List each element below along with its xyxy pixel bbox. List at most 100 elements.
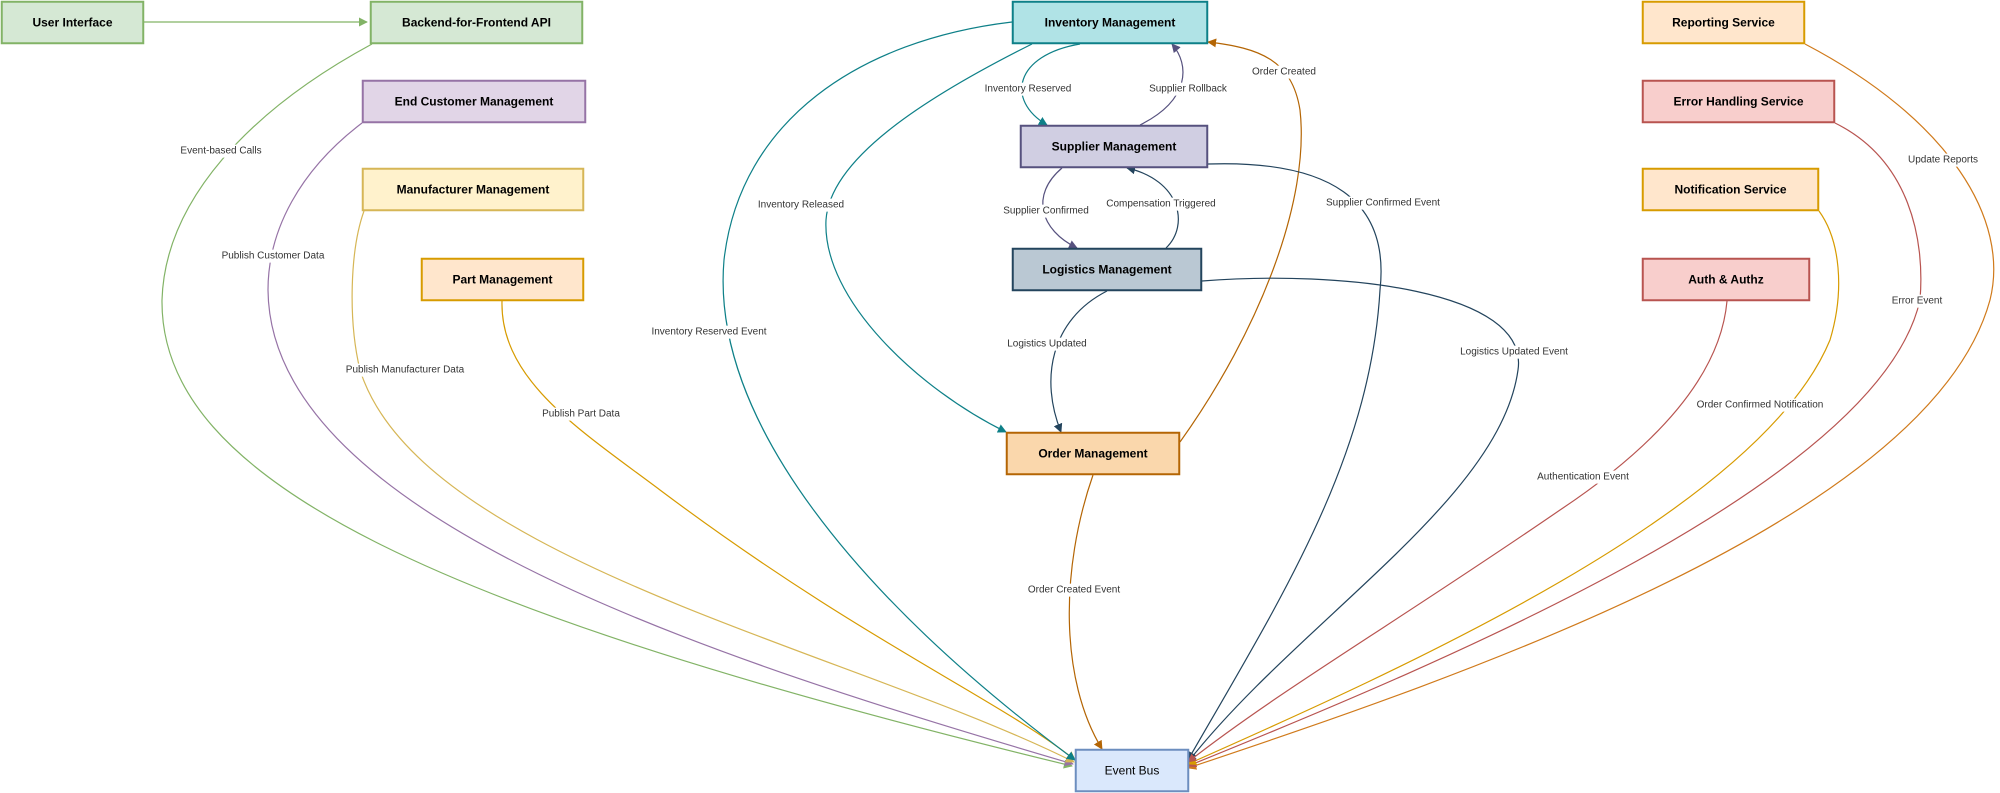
node-label-auth: Auth & Authz [1688, 273, 1764, 287]
edge-label-bg [755, 198, 847, 212]
node-eventbus[interactable]: Event Bus [1074, 748, 1190, 793]
node-box-notification [1641, 167, 1820, 212]
node-label-supplier: Supplier Management [1052, 140, 1177, 154]
edge-label-order-eventbus: Order Created Event [1028, 585, 1120, 596]
node-label-reporting: Reporting Service [1672, 16, 1775, 30]
node-reporting[interactable]: Reporting Service [1641, 0, 1806, 45]
edge-label-bg [1005, 337, 1089, 351]
edge-error-eventbus [1187, 122, 1922, 768]
node-box-order [1005, 431, 1181, 476]
node-manufacturer[interactable]: Manufacturer Management [361, 167, 585, 212]
node-box-logistics [1011, 247, 1203, 292]
edge-bff-eventbus [161, 43, 1073, 769]
edge-supplier-eventbus [1187, 163, 1382, 761]
edge-customer-eventbus [267, 122, 1074, 767]
node-label-bff: Backend-for-Frontend API [402, 16, 551, 30]
node-logistics[interactable]: Logistics Management [1011, 247, 1203, 292]
edge-inventory-order [825, 43, 1033, 433]
edge-label-supplier-inventory: Supplier Rollback [1149, 84, 1228, 95]
node-order[interactable]: Order Management [1005, 431, 1181, 476]
edge-order-inventory [1179, 38, 1302, 443]
node-box-reporting [1641, 0, 1806, 45]
edge-label-bg [219, 249, 327, 263]
node-box-auth [1641, 257, 1811, 302]
node-label-logistics: Logistics Management [1042, 263, 1171, 277]
edge-label-bg [1535, 470, 1632, 484]
node-auth[interactable]: Auth & Authz [1641, 257, 1811, 302]
edge-label-bg [1905, 153, 1981, 167]
edge-order-eventbus [1068, 474, 1103, 750]
edge-logistics-eventbus [1187, 277, 1519, 763]
edge-label-bg [1001, 204, 1091, 218]
edge-label-manufacturer-eventbus: Publish Manufacturer Data [346, 365, 465, 376]
node-label-manufacturer: Manufacturer Management [397, 183, 550, 197]
edge-inventory-eventbus [722, 21, 1076, 761]
node-label-eventbus: Event Bus [1105, 764, 1160, 778]
node-label-inventory: Inventory Management [1045, 16, 1176, 30]
edge-label-customer-eventbus: Publish Customer Data [222, 251, 325, 262]
node-box-manufacturer [361, 167, 585, 212]
edge-inventory-supplier [1021, 43, 1081, 126]
edge-label-logistics-order: Logistics Updated [1007, 339, 1087, 350]
edge-label-bg [1889, 294, 1945, 308]
edge-label-inventory-eventbus: Inventory Reserved Event [651, 327, 766, 338]
node-customer[interactable]: End Customer Management [361, 79, 587, 124]
edge-notification-eventbus [1187, 210, 1840, 765]
node-bff[interactable]: Backend-for-Frontend API [369, 0, 584, 45]
node-box-eventbus [1074, 748, 1190, 793]
edge-label-bg [178, 144, 264, 158]
edge-label-bff-eventbus: Event-based Calls [180, 146, 261, 157]
edge-label-bg [1250, 65, 1318, 79]
edge-label-bg [1147, 82, 1230, 96]
edge-label-bg [343, 363, 467, 377]
node-box-ui [0, 0, 145, 45]
node-label-error: Error Handling Service [1673, 95, 1803, 109]
node-box-part [420, 257, 585, 302]
node-label-part: Part Management [452, 273, 552, 287]
edge-label-inventory-order: Inventory Released [758, 200, 844, 211]
edge-label-bg [1458, 345, 1571, 359]
edge-label-supplier-logistics: Supplier Confirmed [1003, 206, 1089, 217]
node-ui[interactable]: User Interface [0, 0, 145, 45]
edge-manufacturer-eventbus [351, 210, 1075, 763]
node-box-error [1641, 79, 1836, 124]
edge-label-logistics-eventbus: Logistics Updated Event [1460, 347, 1568, 358]
node-box-inventory [1011, 0, 1209, 45]
node-box-bff [369, 0, 584, 45]
node-supplier[interactable]: Supplier Management [1019, 124, 1209, 169]
node-label-order: Order Management [1038, 447, 1147, 461]
node-box-supplier [1019, 124, 1209, 169]
node-label-customer: End Customer Management [395, 95, 554, 109]
edge-label-part-eventbus: Publish Part Data [542, 409, 620, 420]
node-part[interactable]: Part Management [420, 257, 585, 302]
edge-label-bg [649, 325, 769, 339]
node-error[interactable]: Error Handling Service [1641, 79, 1836, 124]
edge-label-notification-eventbus: Order Confirmed Notification [1697, 400, 1824, 411]
edge-logistics-order [1050, 290, 1108, 433]
edge-label-error-eventbus: Error Event [1892, 296, 1943, 307]
node-label-notification: Notification Service [1674, 183, 1786, 197]
edge-part-eventbus [501, 300, 1076, 761]
edge-label-bg [1694, 398, 1826, 412]
edge-label-inventory-supplier: Inventory Reserved [985, 84, 1072, 95]
edge-label-supplier-eventbus: Supplier Confirmed Event [1326, 198, 1440, 209]
edge-label-auth-eventbus: Authentication Event [1537, 472, 1629, 483]
node-inventory[interactable]: Inventory Management [1011, 0, 1209, 45]
nodes-layer: User Interface Backend-for-Frontend API En… [0, 0, 1836, 793]
node-label-ui: User Interface [32, 16, 112, 30]
node-notification[interactable]: Notification Service [1641, 167, 1820, 212]
edges-layer [144, 17, 1995, 770]
edge-auth-eventbus [1187, 300, 1728, 763]
edge-label-bg [1104, 197, 1218, 211]
edge-label-order-inventory: Order Created [1252, 67, 1316, 78]
edge-label-bg [982, 82, 1074, 96]
edge-label-bg [540, 407, 623, 421]
edge-label-bg [1324, 196, 1443, 210]
edge-reporting-eventbus [1187, 43, 1995, 770]
edge-label-reporting-eventbus: Update Reports [1908, 155, 1978, 166]
node-box-customer [361, 79, 587, 124]
edge-label-bg [1025, 583, 1123, 597]
edge-label-logistics-supplier: Compensation Triggered [1106, 199, 1216, 210]
